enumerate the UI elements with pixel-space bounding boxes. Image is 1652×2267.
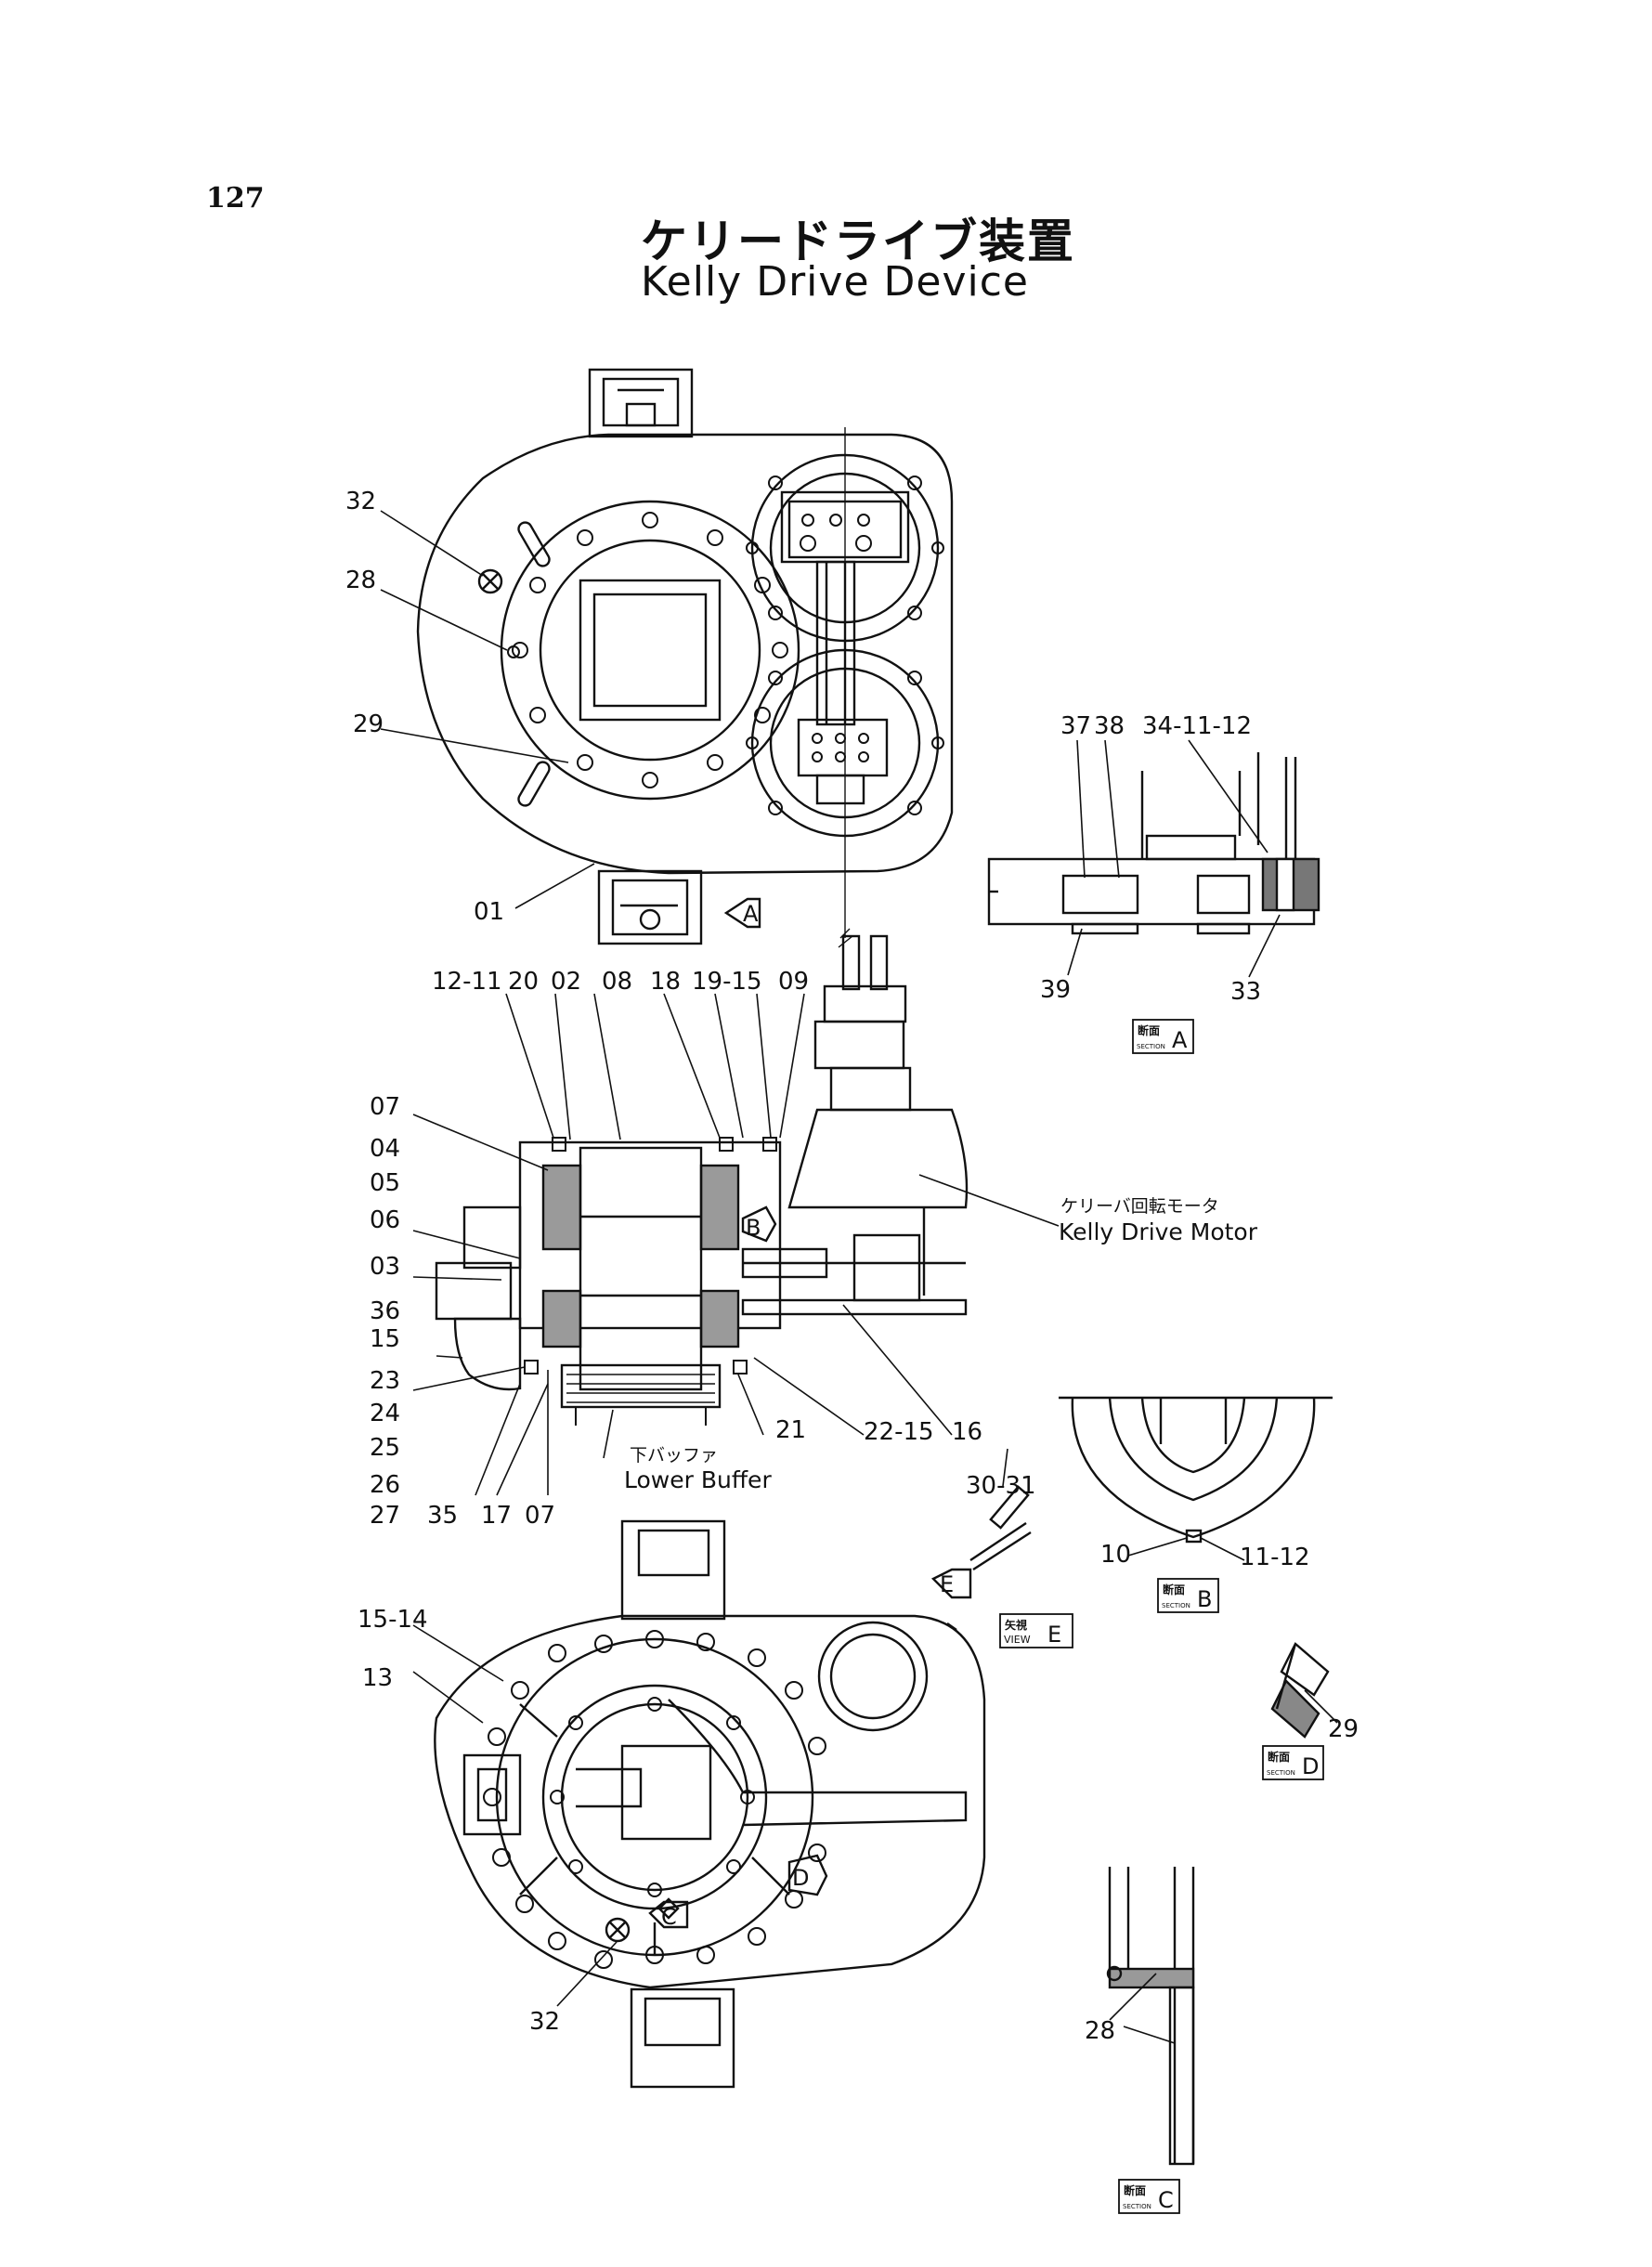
top-view-leaders [380,510,595,909]
part-label-11-12: 11-12 [1240,1544,1310,1571]
section-d-view [1270,1642,1330,1739]
part-label-10: 10 [1100,1541,1131,1569]
motor-note-japanese: ケリーバ回転モータ [1060,1196,1219,1217]
motor-note-english: Kelly Drive Motor [1059,1218,1258,1245]
part-label-15-14: 15-14 [358,1606,428,1634]
part-label-21: 21 [775,1416,806,1444]
section-a-view [987,752,1320,935]
view-e-tag-en: VIEW [1004,1634,1031,1646]
section-d-tag-en: SECTION [1267,1769,1295,1777]
marker-d: D [792,1865,809,1891]
section-d-tag-ja: 断面 [1268,1750,1290,1764]
part-label-23: 23 [370,1367,400,1395]
part-label-32-top: 32 [345,488,376,515]
part-label-12-11: 12-11 [432,968,502,996]
part-label-29-section-d: 29 [1328,1715,1359,1743]
section-b-tag-ja: 断面 [1163,1583,1185,1596]
section-c-tag-letter: C [1158,2187,1174,2213]
section-b-tag-letter: B [1197,1586,1212,1612]
section-a-tag-en: SECTION [1137,1043,1165,1050]
part-label-30-31: 30-31 [966,1472,1036,1500]
top-view-gearbox [416,368,954,948]
part-label-20: 20 [508,968,539,996]
section-c-tag-ja: 断面 [1124,2183,1146,2197]
view-e [930,1485,1032,1599]
part-label-18: 18 [650,968,681,996]
section-a-tag-ja: 断面 [1138,1023,1160,1037]
section-tags [999,1019,1324,2214]
part-label-38: 38 [1094,712,1125,740]
marker-e: E [940,1571,954,1597]
part-label-06: 06 [370,1206,400,1234]
section-b-tag-en: SECTION [1162,1602,1190,1609]
part-label-37: 37 [1060,712,1091,740]
part-label-27: 27 [370,1502,400,1530]
part-label-01: 01 [474,898,504,926]
title-english: Kelly Drive Device [641,258,1029,306]
part-label-03: 03 [370,1253,400,1281]
part-label-19-15: 19-15 [692,968,762,996]
view-e-tag-letter: E [1047,1622,1061,1648]
marker-a: A [743,901,759,927]
part-label-39: 39 [1040,976,1071,1004]
part-label-07-upper: 07 [370,1093,400,1121]
part-label-33: 33 [1230,978,1261,1006]
part-label-08: 08 [602,968,632,996]
section-a-tag-letter: A [1172,1027,1188,1053]
marker-c: C [661,1904,677,1930]
part-label-28-section-c: 28 [1085,2017,1115,2045]
cross-section-leaders [412,993,1060,1496]
section-a-leaders [1067,739,1281,978]
part-label-34-11-12: 34-11-12 [1142,712,1252,740]
part-label-24: 24 [370,1400,400,1427]
part-label-22-15: 22-15 [864,1418,934,1446]
part-label-28-top: 28 [345,567,376,594]
part-label-25: 25 [370,1434,400,1462]
part-label-05: 05 [370,1169,400,1197]
view-e-tag-ja: 矢視 [1005,1618,1027,1632]
section-c-tag-en: SECTION [1123,2203,1151,2210]
part-label-17: 17 [481,1502,512,1530]
page-number: 127 [206,182,265,215]
section-b-view [1059,1396,1333,1544]
marker-b: B [746,1215,761,1241]
title-japanese: ケリードライブ装置 [641,215,1075,268]
section-d-tag-letter: D [1302,1753,1319,1779]
part-label-04: 04 [370,1135,400,1163]
part-label-09: 09 [778,968,809,996]
part-label-35: 35 [427,1502,458,1530]
part-label-26: 26 [370,1471,400,1499]
cross-section-view [435,934,969,1426]
part-label-07-lower: 07 [525,1502,555,1530]
part-label-32-bottom: 32 [529,2008,560,2036]
buffer-note-english: Lower Buffer [624,1466,772,1493]
part-label-29-top: 29 [353,710,384,738]
part-label-16: 16 [952,1418,982,1446]
part-label-15: 15 [370,1325,400,1353]
part-label-02: 02 [551,968,581,996]
bottom-view-gearbox [434,1519,986,2089]
part-label-36: 36 [370,1297,400,1325]
section-c-view [1106,1867,1195,2166]
part-label-13: 13 [362,1664,393,1692]
buffer-note-japanese: 下バッファ [630,1445,718,1466]
